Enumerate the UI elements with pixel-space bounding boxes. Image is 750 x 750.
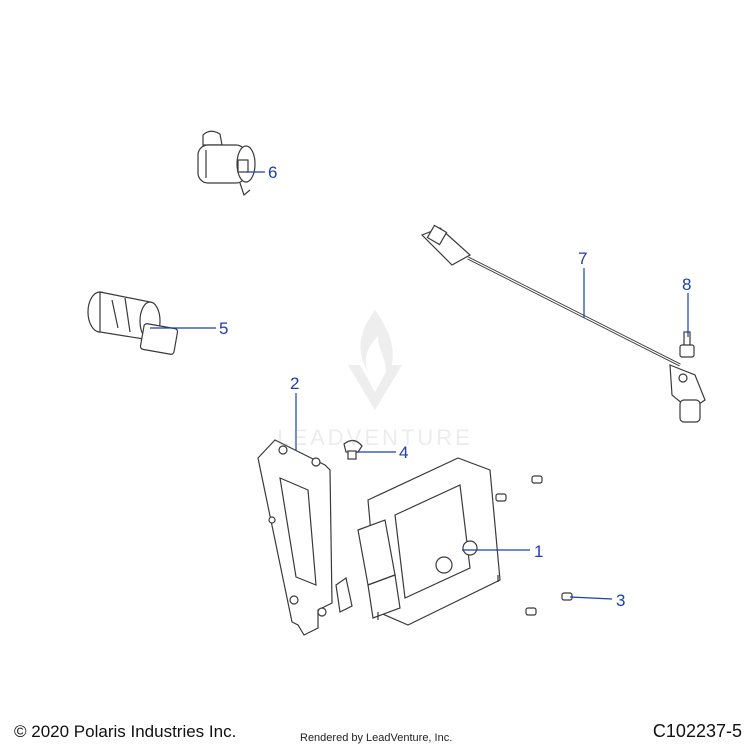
callout-2: 2: [290, 374, 299, 393]
part-1-ecu: [357, 457, 501, 626]
part-2-bracket: [257, 439, 353, 636]
rendered-by-text: Rendered by LeadVenture, Inc.: [300, 732, 453, 744]
callout-3: 3: [616, 591, 625, 610]
part-4-clip: [343, 439, 363, 460]
leader-lines: [150, 171, 689, 600]
part-7-harness: [420, 224, 706, 423]
part-8-bolt: [679, 331, 695, 358]
callout-1: 1: [534, 542, 543, 561]
callout-numbers: 1 2 3 4 5 6 7 8: [219, 163, 691, 610]
callout-5: 5: [219, 319, 228, 338]
part-3-screws: [495, 475, 573, 616]
copyright-text: © 2020 Polaris Industries Inc.: [14, 722, 237, 741]
callout-6: 6: [268, 163, 277, 182]
watermark-text: LEADVENTURE: [277, 425, 473, 450]
leader-3: [569, 596, 613, 600]
watermark-logo: [348, 310, 402, 410]
part-6-sensor: [197, 130, 256, 197]
callout-8: 8: [682, 275, 691, 294]
part-5-sensor: [87, 291, 179, 355]
diagram-code: C102237-5: [652, 721, 742, 741]
callout-7: 7: [578, 249, 587, 268]
callout-4: 4: [399, 443, 408, 462]
